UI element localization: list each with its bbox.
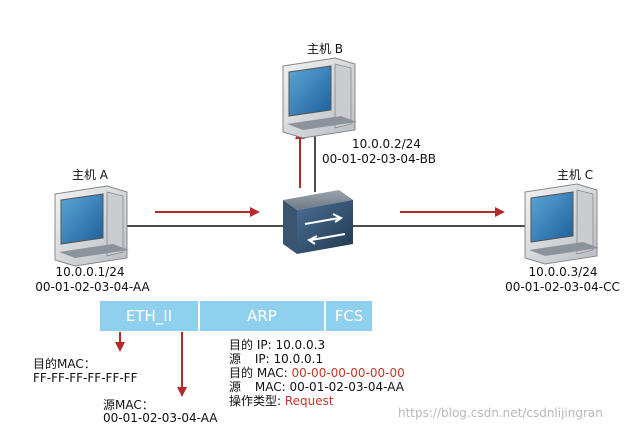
arp-src-mac-row: 源 MAC: 00-01-02-03-04-AA — [229, 380, 405, 394]
host-a-name: 主机 A — [71, 168, 109, 182]
eth-dst-value: FF-FF-FF-FF-FF-FF — [33, 371, 138, 385]
arp-dst-ip-label: 目的 IP: — [229, 338, 272, 352]
host-b-ip: 10.0.0.2/24 — [352, 137, 421, 151]
arp-op-row: 操作类型: Request — [229, 394, 405, 408]
arp-dst-ip-value: 10.0.0.3 — [275, 338, 326, 352]
arp-src-ip-label: 源 — [229, 352, 242, 366]
arp-dst-mac-label: 目的 — [229, 366, 254, 380]
frame-fcs-cell: FCS — [326, 301, 372, 331]
eth-src-label: 源MAC： — [103, 398, 154, 412]
eth-dst-label: 目的MAC： — [33, 357, 96, 371]
watermark: https://blog.csdn.net/csdnlijingran — [398, 406, 603, 420]
arp-dst-ip-row: 目的 IP: 10.0.0.3 — [229, 338, 405, 352]
arp-fields: 目的 IP: 10.0.0.3 源 IP: 10.0.0.1 目的 MAC: 0… — [229, 338, 405, 408]
arp-op-label: 操作类型: — [229, 394, 282, 408]
arp-dst-mac-value: 00-00-00-00-00-00 — [291, 366, 405, 380]
host-a-mac: 00-01-02-03-04-AA — [35, 280, 150, 294]
arp-dst-mac-key: MAC: — [256, 366, 288, 380]
host-b-name: 主机 B — [306, 42, 344, 56]
computer-icon — [282, 57, 357, 139]
arp-src-mac-value: 00-01-02-03-04-AA — [289, 380, 404, 394]
frame-eth-cell: ETH_II — [100, 301, 200, 331]
arp-dst-mac-row: 目的 MAC: 00-00-00-00-00-00 — [229, 366, 405, 380]
host-b-mac: 00-01-02-03-04-BB — [322, 152, 437, 166]
host-c-mac: 00-01-02-03-04-CC — [505, 280, 620, 294]
host-a-ip: 10.0.0.1/24 — [55, 265, 125, 279]
switch-icon — [283, 190, 353, 254]
host-c-name: 主机 C — [556, 168, 594, 182]
computer-icon — [54, 185, 129, 267]
frame-arp-cell: ARP — [200, 301, 326, 331]
computer-icon — [524, 183, 599, 265]
eth-src-value: 00-01-02-03-04-AA — [103, 411, 218, 425]
host-c-ip: 10.0.0.3/24 — [528, 265, 598, 279]
arp-src-mac-key: MAC: — [254, 380, 286, 394]
arp-src-ip-value: 10.0.0.1 — [273, 352, 324, 366]
arp-src-mac-label: 源 — [229, 380, 242, 394]
frame-structure: ETH_II ARP FCS — [100, 301, 372, 331]
arp-op-value: Request — [284, 394, 334, 408]
arp-src-ip-row: 源 IP: 10.0.0.1 — [229, 352, 405, 366]
arp-src-ip-key: IP: — [254, 352, 270, 366]
